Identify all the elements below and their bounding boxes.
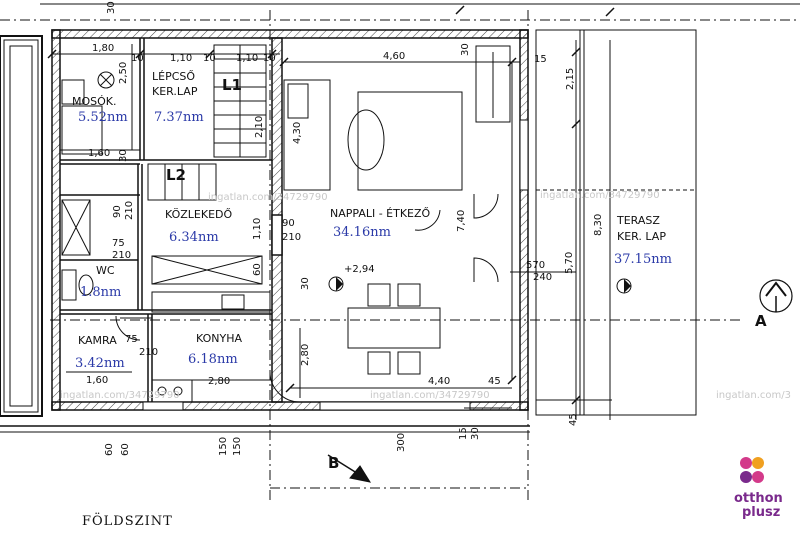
dim-label: 1,10 — [236, 53, 258, 64]
dim-label: 2,80 — [300, 344, 311, 366]
dim-label: 60 — [252, 263, 263, 276]
dim-label: 10 — [131, 53, 144, 64]
room-area-kozlekedo: 6.34nm — [169, 230, 219, 245]
room-name-terasz: TERASZ — [616, 214, 660, 227]
room-area-wc: 1.8nm — [80, 285, 121, 300]
room-area-konyha: 6.18nm — [188, 352, 238, 367]
dim-label: 4,30 — [292, 122, 303, 144]
level-markers — [328, 276, 632, 294]
section-label-b: B — [328, 454, 339, 472]
watermark: ingatlan.com/34729790 — [370, 390, 490, 401]
doors — [115, 193, 499, 403]
dim-label: 240 — [533, 272, 552, 283]
dim-label: 90 — [112, 205, 123, 218]
dim-label: 15 — [458, 427, 469, 440]
floor-title: FÖLDSZINT — [82, 514, 173, 529]
dim-label: 150 — [232, 437, 243, 456]
dim-label: 30 — [300, 277, 311, 290]
room-name-terasz-line2: KER. LAP — [617, 230, 666, 243]
dimension-ticks — [47, 5, 615, 405]
dim-label: 2,10 — [254, 116, 265, 138]
dim-label: 75 — [112, 238, 125, 249]
dim-label: 30 — [460, 43, 471, 56]
dim-label: 2,50 — [118, 62, 129, 84]
dim-label: 5,70 — [564, 252, 575, 274]
inner-walls — [60, 37, 283, 403]
dim-label: 8,30 — [593, 214, 604, 236]
dim-label: 30 — [470, 427, 481, 440]
logo-text-plusz: plusz — [742, 505, 781, 520]
dim-label: 210 — [112, 250, 131, 261]
dim-label: 210 — [139, 347, 158, 358]
dim-label: 60 — [104, 443, 115, 456]
room-name-lepcso: LÉPCSŐ — [152, 69, 195, 83]
dim-label: 1,80 — [92, 43, 114, 54]
logo-text-otthon: otthon — [734, 491, 783, 506]
outer-walls — [51, 29, 529, 411]
living-furniture — [283, 45, 511, 375]
level-mark-l1: L1 — [222, 76, 242, 94]
room-name-konyha: KONYHA — [196, 332, 242, 345]
room-name-wc: WC — [96, 264, 115, 277]
dim-label: 1,60 — [86, 375, 108, 386]
dim-label: 15 — [534, 54, 547, 65]
dim-label: 45 — [488, 376, 501, 387]
staircase — [147, 44, 267, 201]
dim-label: 75 — [125, 334, 138, 345]
room-area-kamra: 3.42nm — [75, 356, 125, 371]
dim-label: 1,10 — [252, 218, 263, 240]
height-mark: +2,94 — [344, 264, 375, 275]
section-label-a: A — [755, 312, 767, 330]
dim-label: 45 — [568, 413, 579, 426]
dim-label: 30 — [118, 149, 129, 162]
terrace-outline — [535, 29, 697, 416]
dim-label: 2,15 — [565, 68, 576, 90]
dim-label: 7,40 — [456, 210, 467, 232]
room-area-nappali: 34.16nm — [333, 225, 391, 240]
dim-label: 210 — [282, 232, 301, 243]
dim-label: 60 — [120, 443, 131, 456]
section-marker-a — [759, 279, 793, 313]
room-area-mosok: 5.52nm — [78, 110, 128, 125]
dim-label: 1,60 — [88, 148, 110, 159]
room-name-lepcso-line2: KER.LAP — [152, 85, 198, 98]
section-marker-b — [327, 454, 372, 483]
dimension-lines — [40, 3, 800, 420]
level-mark-l2: L2 — [166, 166, 186, 184]
watermark: ingatlan.com/34729790 — [60, 390, 180, 401]
room-area-terasz: 37.15nm — [614, 252, 672, 267]
dim-label: 210 — [124, 201, 135, 220]
dim-label: 90 — [282, 218, 295, 229]
room-name-kamra: KAMRA — [78, 334, 117, 347]
kitchen-counter — [151, 255, 271, 403]
grid-lines — [0, 10, 800, 500]
dim-label: 4,40 — [428, 376, 450, 387]
room-name-mosok: MOSÓK. — [72, 95, 117, 108]
dim-label: 570 — [526, 260, 545, 271]
dim-label: 1,10 — [170, 53, 192, 64]
watermark: ingatlan.com/3 — [716, 390, 791, 401]
dim-label: 30 — [106, 1, 117, 14]
watermark: ingatlan.com/34729790 — [540, 190, 660, 201]
left-neighbour-structure — [0, 35, 530, 433]
room-name-nappali: NAPPALI - ÉTKEZŐ — [330, 206, 431, 220]
dim-label: 10 — [203, 53, 216, 64]
watermark: ingatlan.com/34729790 — [208, 192, 328, 203]
dim-label: 4,60 — [383, 51, 405, 62]
fixtures — [61, 71, 115, 301]
room-area-lepcso: 7.37nm — [154, 110, 204, 125]
otthon-plusz-logo-icon — [740, 457, 764, 483]
dim-label: 2,80 — [208, 376, 230, 387]
dim-label: 150 — [218, 437, 229, 456]
room-name-kozlekedo: KÖZLEKEDŐ — [165, 207, 233, 221]
dim-label: 300 — [396, 433, 407, 452]
dim-label: 10 — [263, 53, 276, 64]
